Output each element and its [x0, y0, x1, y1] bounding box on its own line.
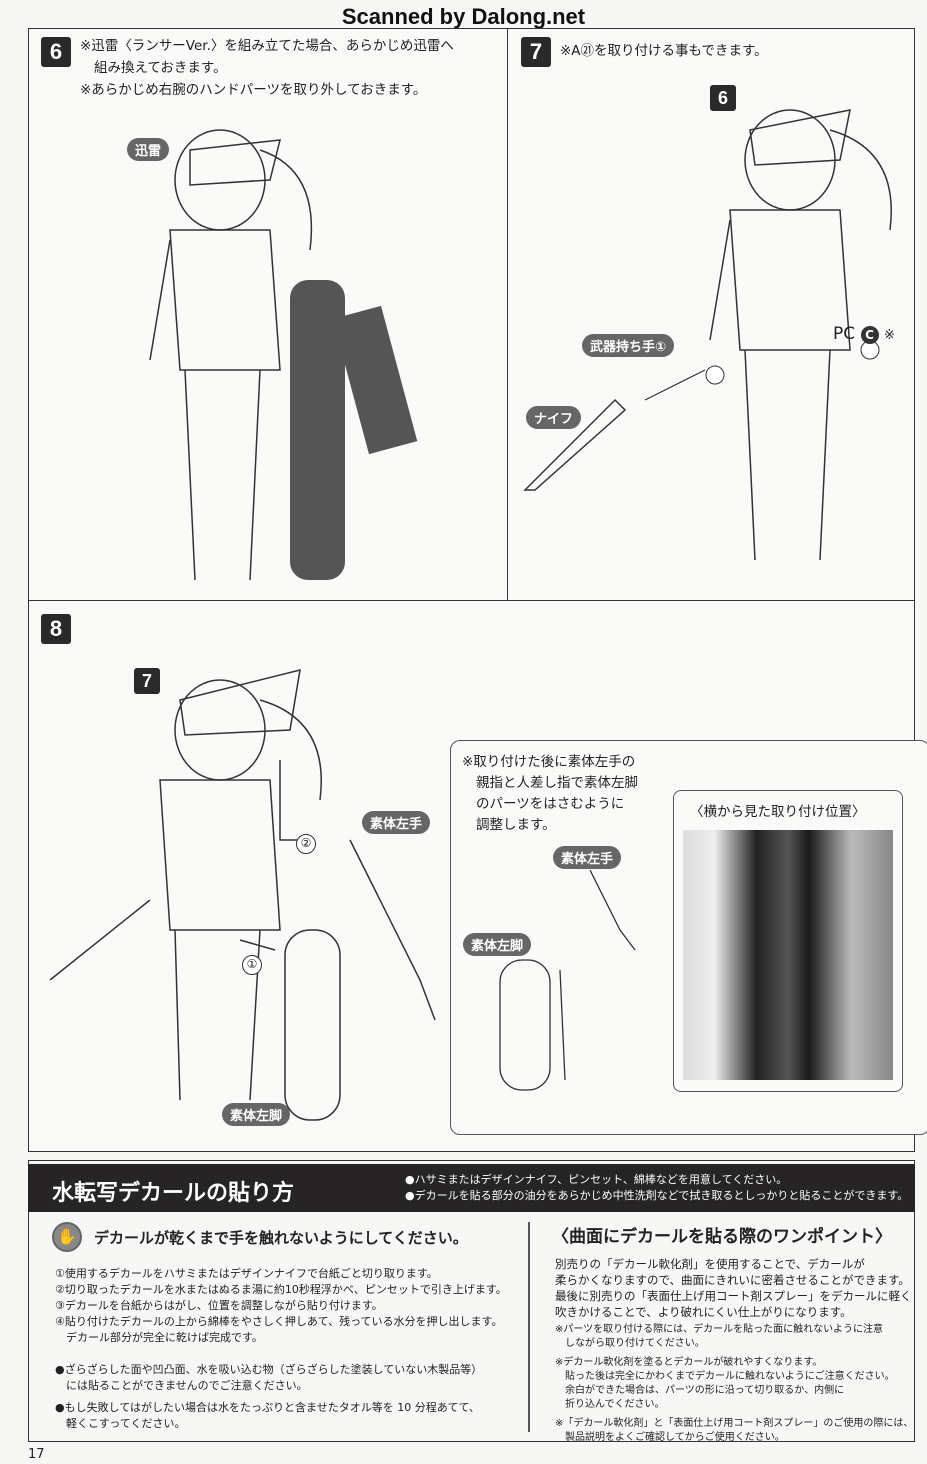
label-left-hand: 素体左手 [362, 811, 431, 834]
step: ②切り取ったデカールを水またはぬるま湯に約10秒程浮かべ、ピンセットで引き上げま… [55, 1283, 507, 1296]
tip-note: 製品説明をよくご確認してからご使用ください。 [555, 1432, 785, 1443]
part-label-jinrai: 迅雷 [127, 138, 170, 161]
decal-steps: ①使用するデカールをハサミまたはデザインナイフで台紙ごと切り取ります。 ②切り取… [55, 1266, 507, 1346]
tip-line: 別売りの「デカール軟化剤」を使用することで、デカールが [555, 1257, 865, 1271]
decal-section [28, 1160, 915, 1442]
leg-part [290, 280, 345, 580]
tip-note: 折り込んでください。 [555, 1399, 665, 1410]
tip-note: しながら取り付けてください。 [555, 1338, 705, 1349]
tip-body: 別売りの「デカール軟化剤」を使用することで、デカールが 柔らかくなりますので、曲… [555, 1256, 912, 1320]
tip-note: ※パーツを取り付ける際には、デカールを貼った面に触れないように注意 [555, 1324, 883, 1335]
step: デカール部分が完全に乾けば完成です。 [55, 1331, 263, 1344]
side-view-title: 〈横から見た取り付け位置〉 [690, 804, 866, 820]
note: 調整します。 [476, 817, 556, 833]
caution: ●ざらざらした面や凹凸面、水を吸い込む物（ざらざらした塗装していない木製品等） [55, 1363, 483, 1376]
note: 組み換えておきます。 [94, 60, 227, 76]
label-pc: PC C ※ [833, 324, 895, 344]
caution: 軽くこすってください。 [55, 1417, 186, 1430]
caution: ●もし失敗してはがしたい場合は水をたっぷりと含ませたタオル等を 10 分程あてて… [55, 1401, 480, 1414]
no-touch-icon: ✋ [52, 1222, 82, 1252]
inset-label-left-leg: 素体左脚 [463, 933, 532, 956]
tip-note: 貼った後は完全にかわくまでデカールに触れないようにご注意ください。 [555, 1371, 895, 1382]
step-6-panel [28, 28, 508, 601]
pc-text: PC [833, 324, 856, 344]
figure-illustration [149, 129, 418, 581]
step: ④貼り付けたデカールの上から綿棒をやさしく押しあて、残っている水分を押し出します… [55, 1315, 503, 1328]
knife-illustration [523, 340, 880, 491]
label-weapon-hand: 武器持ち手① [582, 334, 675, 357]
tip-line: 柔らかくなりますので、曲面にきれいに密着させることができます。 [555, 1273, 910, 1287]
figure-illustration [709, 109, 892, 561]
tip-notes: ※パーツを取り付ける際には、デカールを貼った面に触れないように注意 しながら取り… [555, 1323, 913, 1445]
callout-1: ① [242, 955, 262, 975]
page-number: 17 [28, 1447, 45, 1462]
tip-note: ※デカール軟化剤を塗るとデカールが破れやすくなります。 [555, 1357, 823, 1368]
note: ※取り付けた後に素体左手の [462, 754, 636, 770]
note: ●デカールを貼る部分の油分をあらかじめ中性洗剤などで拭き取るとしっかりと貼ること… [405, 1189, 909, 1202]
figure-illustration [49, 668, 436, 1121]
sub-step-number: 7 [134, 668, 160, 694]
decal-cautions: ●ざらざらした面や凹凸面、水を吸い込む物（ざらざらした塗装していない木製品等） … [55, 1362, 482, 1432]
watermark: Scanned by Dalong.net [341, 4, 586, 29]
note: のパーツをはさむように [476, 796, 625, 812]
step-number: 8 [41, 614, 71, 644]
runner-c-badge: C [860, 326, 879, 344]
step-number: 7 [521, 37, 551, 67]
step: ③デカールを台紙からはがし、位置を調整しながら貼り付けます。 [55, 1299, 383, 1312]
note: ※迅雷〈ランサーVer.〉を組み立てた場合、あらかじめ迅雷へ [80, 38, 454, 54]
step-number: 6 [41, 37, 71, 67]
label-left-leg: 素体左脚 [222, 1103, 291, 1126]
step: ①使用するデカールをハサミまたはデザインナイフで台紙ごと切り取ります。 [55, 1267, 438, 1280]
decal-title: 水転写デカールの貼り方 [52, 1181, 295, 1206]
decal-header-notes: ●ハサミまたはデザインナイフ、ピンセット、綿棒などを用意してください。 ●デカー… [405, 1172, 908, 1204]
tip-note: 余白ができた場合は、パーツの形に沿って切り取るか、内側に [555, 1385, 845, 1396]
side-view-box [673, 790, 903, 1092]
note: ※あらかじめ右腕のハンドパーツを取り外しておきます。 [80, 82, 427, 98]
note: ●ハサミまたはデザインナイフ、ピンセット、綿棒などを用意してください。 [405, 1173, 788, 1186]
step-7-note: ※A㉑を取り付ける事もできます。 [560, 43, 768, 59]
decal-warning: デカールが乾くまで手を触れないようにしてください。 [94, 1229, 468, 1247]
sub-step-number: 6 [710, 85, 736, 111]
arm-part [332, 305, 418, 455]
note-mark: ※ [883, 328, 895, 343]
side-view-photo [683, 830, 893, 1080]
inset-notes: ※取り付けた後に素体左手の 親指と人差し指で素体左脚 のパーツをはさむように 調… [462, 752, 638, 836]
caution: には貼ることができませんのでご注意ください。 [55, 1379, 308, 1392]
inset-illustration [499, 870, 636, 1091]
tip-line: 最後に別売りの「表面仕上げ用コート剤スプレー」をデカールに軽く [555, 1289, 912, 1303]
tip-note: ※「デカール軟化剤」と「表面仕上げ用コート剤スプレー」のご使用の際には、 [555, 1418, 914, 1429]
divider [528, 1222, 530, 1432]
callout-2: ② [296, 834, 316, 854]
tip-line: 吹きかけることで、より破れにくい仕上がりになります。 [555, 1305, 852, 1319]
inset-label-left-hand: 素体左手 [553, 846, 622, 869]
label-knife: ナイフ [526, 406, 582, 429]
step-6-notes: ※迅雷〈ランサーVer.〉を組み立てた場合、あらかじめ迅雷へ 組み換えておきます… [80, 35, 454, 101]
note: 親指と人差し指で素体左脚 [476, 775, 638, 791]
decal-header-bar [28, 1164, 915, 1212]
tip-title: 〈曲面にデカールを貼る際のワンポイント〉 [552, 1227, 892, 1247]
